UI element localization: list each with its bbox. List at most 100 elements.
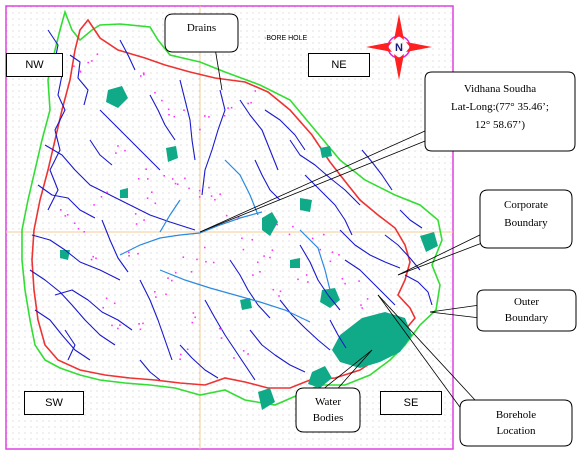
borehole-dot [250, 101, 252, 104]
quadrant-ne-label: NE [308, 53, 370, 77]
borehole-dot [163, 175, 165, 177]
borehole-dot [93, 204, 95, 206]
vidhana-callout-line2: Lat-Long:(77° 35.46’; [451, 101, 549, 113]
borehole-dot [254, 90, 257, 92]
borehole-dot [241, 237, 243, 240]
borehole-dot [360, 304, 362, 306]
outer-boundary [21, 9, 443, 406]
borehole-dot [111, 324, 113, 327]
borehole-dot [95, 257, 97, 260]
borehole-dot [87, 61, 89, 64]
drains-secondary [119, 159, 331, 323]
borehole-dot [263, 255, 265, 257]
borehole-dot [77, 228, 80, 230]
borehole-dot [208, 116, 210, 118]
borehole-callout-line2: Location [496, 425, 536, 437]
borehole-dot [90, 258, 93, 261]
borehole-dot [194, 316, 196, 319]
borehole-dot [91, 60, 93, 62]
corporate-boundary-callout: Corporate Boundary [480, 196, 572, 232]
borehole-dot [176, 183, 179, 185]
borehole-dot [73, 222, 76, 224]
borehole-dot [60, 209, 62, 211]
borehole-dot [173, 115, 176, 118]
borehole-dot [272, 288, 275, 291]
borehole-dot [102, 306, 104, 309]
borehole-callout-line1: Borehole [495, 409, 537, 421]
borehole-dot [73, 65, 75, 67]
borehole-dot [251, 238, 254, 241]
outer-callout-line1: Outer [513, 296, 540, 308]
drains-callout: Drains [165, 20, 238, 36]
borehole-dot [219, 193, 221, 195]
drains-callout-text: Drains [186, 22, 217, 34]
quadrant-nw-label: NW [6, 53, 63, 77]
borehole-dot [361, 307, 364, 309]
borehole-dot [205, 260, 207, 263]
borehole-dot [233, 357, 235, 359]
borehole-dot [146, 197, 149, 199]
borehole-dot [236, 218, 239, 220]
borehole-dot [276, 223, 278, 226]
borehole-dot [182, 256, 185, 258]
borehole-dot [79, 70, 81, 72]
callout-boxes [164, 13, 577, 447]
borehole-dot [135, 223, 138, 225]
outer-boundary-callout: Outer Boundary [477, 294, 576, 326]
borehole-dot [269, 256, 271, 259]
borehole-dot [165, 293, 167, 296]
borehole-dot [128, 251, 130, 254]
borehole-dot [183, 109, 185, 111]
borehole-dot [358, 280, 360, 282]
borehole-dot [220, 328, 223, 331]
callout-pointers [199, 47, 491, 411]
borehole-dot [305, 274, 308, 276]
borehole-dot [137, 178, 140, 180]
corporate-callout-line1: Corporate [504, 199, 548, 211]
borehole-dot [191, 321, 194, 324]
borehole-dot [366, 298, 369, 300]
bore-hole-legend: ·BORE HOLE [264, 35, 308, 42]
borehole-dot [208, 186, 210, 189]
borehole-dot [92, 255, 94, 258]
borehole-dot [247, 353, 249, 355]
map-frame [5, 5, 454, 450]
dotted-background [6, 6, 453, 449]
borehole-dot [190, 271, 193, 273]
borehole-dot [174, 271, 177, 274]
outer-callout-line2: Boundary [504, 312, 549, 324]
borehole-dot [344, 282, 346, 285]
borehole-dot [257, 261, 259, 264]
borehole-dot [198, 196, 201, 198]
borehole-dot [140, 75, 142, 77]
borehole-dot [154, 291, 156, 293]
borehole-dot [188, 187, 190, 190]
borehole-dot [167, 277, 169, 279]
borehole-dot [180, 353, 182, 356]
borehole-dot [341, 278, 344, 280]
vidhana-soudha-callout: Vidhana Soudha Lat-Long:(77° 35.46’; 12°… [425, 80, 575, 134]
borehole-dot [192, 312, 195, 314]
borehole-dot [210, 195, 213, 197]
borehole-dot [297, 278, 299, 281]
borehole-dot [115, 152, 117, 154]
borehole-dot [214, 198, 216, 201]
borehole-dot [167, 108, 170, 111]
borehole-dot [174, 182, 177, 185]
borehole-dot [100, 196, 103, 198]
borehole-dot [204, 115, 206, 117]
borehole-dot [168, 114, 170, 116]
borehole-dot [237, 216, 240, 219]
drains-network [29, 29, 433, 381]
borehole-dot [64, 215, 67, 217]
borehole-dot [142, 322, 144, 325]
borehole-dot [105, 297, 108, 300]
borehole-dot [83, 231, 86, 233]
borehole-dot [278, 295, 280, 297]
corporate-callout-line2: Boundary [504, 217, 548, 229]
borehole-dot [212, 261, 215, 264]
vidhana-callout-line1: Vidhana Soudha [463, 83, 537, 95]
borehole-dot [155, 296, 157, 298]
borehole-dot [161, 99, 163, 102]
